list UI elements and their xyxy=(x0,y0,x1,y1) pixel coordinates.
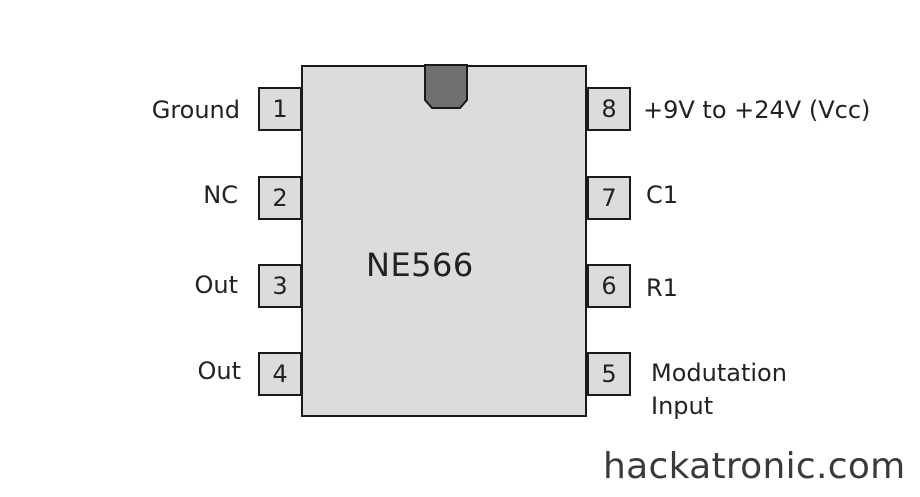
pin-2: 2 xyxy=(258,176,302,220)
pin-7-label: C1 xyxy=(646,181,679,209)
pin-8-label: +9V to +24V (Vcc) xyxy=(643,96,871,124)
pin-8: 8 xyxy=(587,87,631,131)
pin-6: 6 xyxy=(587,264,631,308)
pin-2-label: NC xyxy=(203,181,238,209)
pin-1: 1 xyxy=(258,87,302,131)
ic-body xyxy=(301,65,587,417)
pin-7: 7 xyxy=(587,176,631,220)
pin-4: 4 xyxy=(258,352,302,396)
pin-3-label: Out xyxy=(194,271,238,299)
pin-4-label: Out xyxy=(197,357,241,385)
site-watermark: hackatronic.com xyxy=(603,446,906,487)
pin-1-label: Ground xyxy=(151,96,240,124)
pin-5-label-line1: Modutation xyxy=(651,359,787,387)
pin-5-label-line2: Input xyxy=(651,392,714,420)
pin-6-label: R1 xyxy=(646,274,678,302)
pin-3: 3 xyxy=(258,264,302,308)
orientation-notch xyxy=(424,64,468,109)
pin-5: 5 xyxy=(587,352,631,396)
chip-name: NE566 xyxy=(366,246,474,284)
